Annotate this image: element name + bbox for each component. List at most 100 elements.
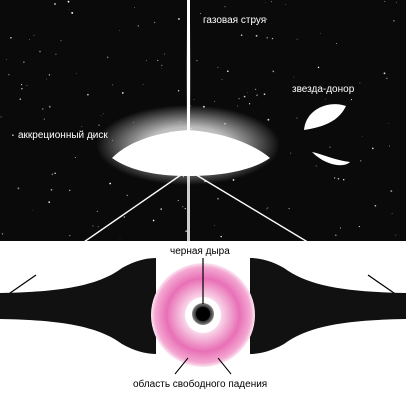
zoom-line-right (187, 169, 405, 301)
star (267, 207, 269, 209)
star (319, 33, 321, 34)
star (46, 78, 47, 80)
star (395, 234, 397, 236)
star (23, 61, 25, 63)
free-fall-pointer-left (174, 357, 189, 375)
star (60, 40, 62, 42)
star (160, 208, 163, 210)
star (240, 34, 243, 36)
star (296, 38, 298, 40)
star (67, 0, 70, 3)
star (39, 50, 41, 53)
star (126, 194, 128, 197)
label-donor-star: звезда-донор (292, 84, 355, 95)
star (8, 73, 10, 76)
star (266, 36, 268, 39)
star (220, 235, 222, 238)
star (337, 178, 340, 180)
star (41, 108, 44, 110)
star (108, 228, 110, 229)
star (54, 3, 56, 5)
star (164, 53, 166, 55)
star (103, 113, 104, 115)
star (293, 76, 295, 78)
star (109, 182, 112, 185)
label-black-hole: черная дыра (170, 246, 230, 257)
star (55, 53, 57, 55)
star (119, 238, 121, 240)
star (182, 205, 184, 208)
star (272, 70, 275, 73)
star (153, 21, 156, 24)
star (196, 60, 198, 62)
star (396, 1, 397, 3)
star (69, 234, 71, 237)
star (177, 18, 180, 20)
star (0, 116, 2, 118)
star (247, 92, 248, 93)
star (329, 146, 331, 148)
star (106, 56, 109, 59)
star (266, 208, 268, 210)
star (177, 199, 179, 202)
star (334, 234, 337, 237)
star (74, 157, 76, 158)
star (271, 37, 274, 40)
star (213, 225, 215, 226)
star (265, 2, 266, 4)
star (324, 98, 326, 100)
star (386, 77, 388, 79)
star (267, 118, 270, 121)
star (12, 134, 14, 136)
star (214, 100, 215, 102)
star (361, 135, 363, 137)
star (391, 213, 393, 215)
star (315, 165, 317, 167)
star (193, 99, 195, 101)
star (75, 73, 77, 74)
star (290, 152, 292, 154)
star (252, 21, 254, 23)
star (48, 74, 51, 76)
star (224, 6, 226, 8)
star (48, 105, 51, 108)
star (17, 187, 20, 190)
star (97, 226, 99, 228)
star (51, 173, 54, 176)
star (33, 34, 35, 36)
star (134, 7, 135, 8)
star (371, 147, 374, 150)
disk-profile-left (0, 258, 156, 354)
star (31, 210, 33, 212)
star (255, 88, 257, 90)
star (383, 72, 386, 75)
star (177, 90, 180, 92)
star (146, 60, 148, 62)
star (119, 30, 120, 31)
star (243, 95, 246, 98)
star (81, 126, 83, 128)
star (87, 93, 89, 96)
star (1, 233, 4, 235)
star (157, 59, 159, 61)
star (221, 79, 223, 81)
star (388, 145, 391, 147)
star (100, 115, 102, 117)
star (185, 230, 188, 233)
star (69, 189, 71, 192)
star (21, 88, 23, 90)
donor-star-stream (312, 152, 350, 166)
star (339, 227, 342, 229)
star (288, 208, 290, 210)
accretion-disk-shape (112, 130, 270, 176)
star (48, 201, 51, 203)
star (263, 93, 266, 96)
star (250, 24, 252, 26)
star (374, 204, 377, 207)
star (137, 25, 140, 27)
star (335, 42, 337, 45)
star (334, 177, 336, 179)
gas-jet-core (187, 0, 190, 150)
black-hole-core (196, 307, 210, 321)
